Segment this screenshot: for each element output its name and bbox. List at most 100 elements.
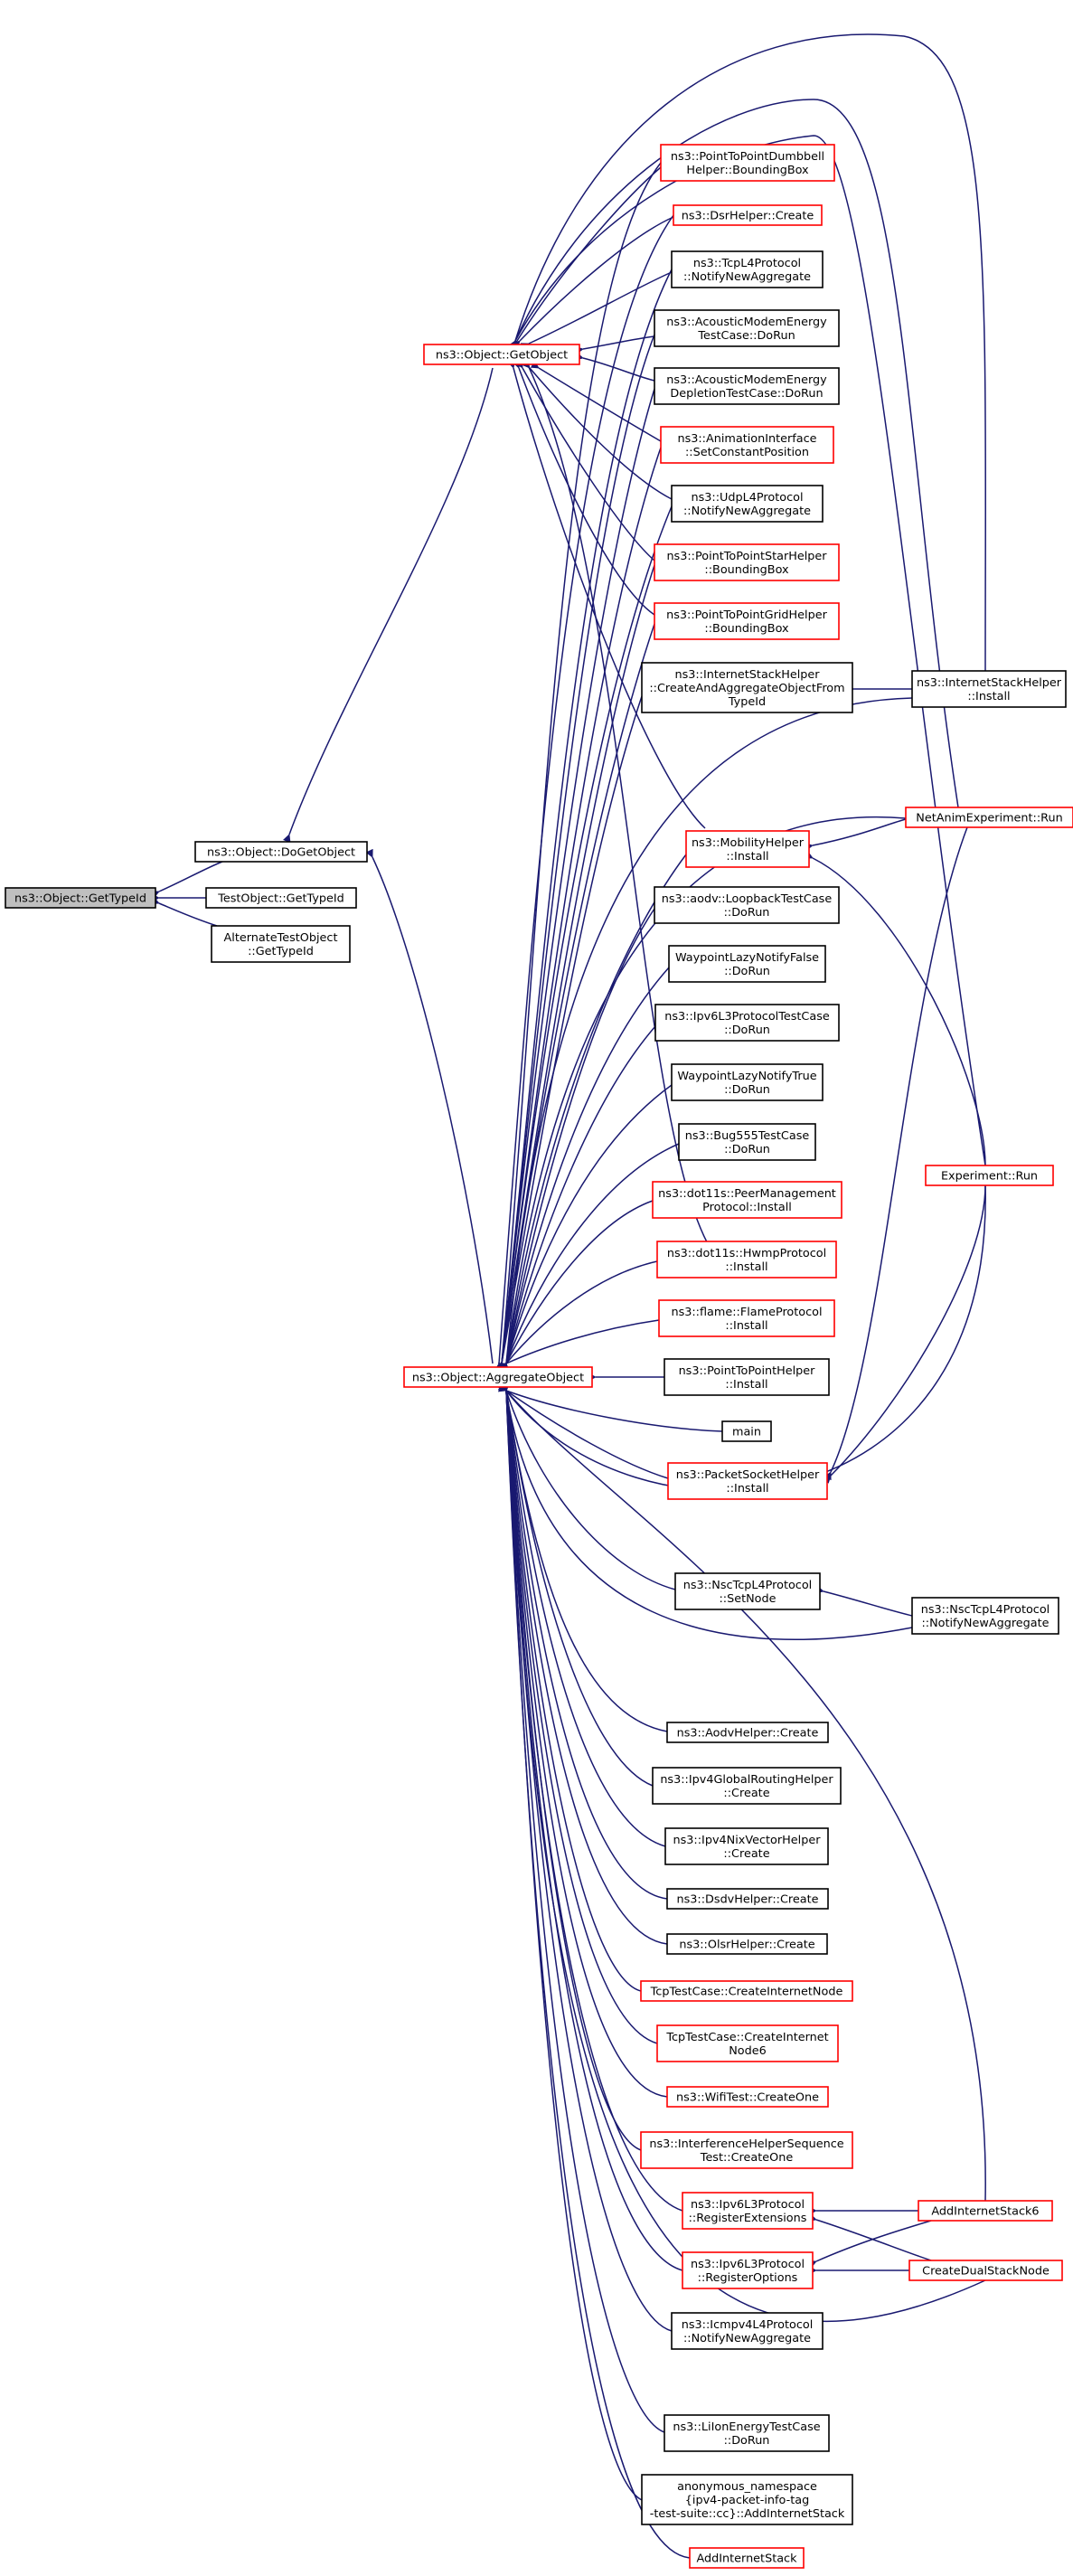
node-packetsocket[interactable]: ns3::PacketSocketHelper::Install	[667, 1462, 828, 1500]
node-label-alternatetest-0: AlternateTestObject	[224, 931, 338, 945]
node-getobject[interactable]: ns3::Object::GetObject	[423, 344, 580, 365]
node-label-aodvloopback-0: ns3::aodv::LoopbackTestCase	[662, 892, 833, 906]
node-internetstackinstall[interactable]: ns3::InternetStackHelper::Install	[911, 670, 1067, 708]
node-addinternetstack6[interactable]: AddInternetStack6	[918, 2200, 1053, 2222]
node-addinternetstack[interactable]: AddInternetStack	[689, 2547, 805, 2569]
node-box-interference	[640, 2131, 853, 2169]
node-box-tcpcreateinternet6	[656, 2024, 839, 2062]
node-ipv4nix[interactable]: ns3::Ipv4NixVectorHelper::Create	[664, 1827, 829, 1865]
node-box-addinternetstack6	[918, 2200, 1053, 2222]
node-label-flameinstall-1: ::Install	[725, 1319, 767, 1333]
node-label-ipv6regext-0: ns3::Ipv6L3Protocol	[691, 2198, 805, 2212]
node-netanimrun[interactable]: NetAnimExperiment::Run	[905, 807, 1073, 828]
node-label-ipv4global-1: ::Create	[723, 1787, 769, 1800]
node-label-main-0: main	[732, 1426, 761, 1439]
node-tcpl4notify[interactable]: ns3::TcpL4Protocol::NotifyNewAggregate	[671, 250, 824, 288]
node-main[interactable]: main	[721, 1420, 772, 1442]
node-label-liion-1: ::DoRun	[724, 2434, 770, 2448]
edge-packetsocket-experimentrun	[823, 1184, 986, 1484]
node-box-acousticdepletion	[654, 367, 840, 405]
node-waypointtrue[interactable]: WaypointLazyNotifyTrue::DoRun	[671, 1063, 824, 1101]
node-label-liion-0: ns3::LiIonEnergyTestCase	[673, 2420, 820, 2434]
node-createandaggregate[interactable]: ns3::InternetStackHelper::CreateAndAggre…	[641, 662, 853, 713]
node-flameinstall[interactable]: ns3::flame::FlameProtocol::Install	[658, 1299, 835, 1337]
node-dogetobject[interactable]: ns3::Object::DoGetObject	[194, 841, 368, 863]
node-box-createandaggregate	[641, 662, 853, 713]
node-interference[interactable]: ns3::InterferenceHelperSequenceTest::Cre…	[640, 2131, 853, 2169]
node-label-waypointtrue-1: ::DoRun	[724, 1083, 770, 1097]
node-dsrhelper[interactable]: ns3::DsrHelper::Create	[673, 204, 823, 226]
node-box-anonaddinternet	[641, 2474, 853, 2525]
node-box-ipv6regopt	[682, 2251, 814, 2289]
node-box-wifitest	[666, 2086, 829, 2108]
node-label-ipv4nix-1: ::Create	[723, 1847, 769, 1861]
node-experimentrun[interactable]: Experiment::Run	[925, 1165, 1054, 1186]
node-wifitest[interactable]: ns3::WifiTest::CreateOne	[666, 2086, 829, 2108]
node-label-createandaggregate-2: TypeId	[728, 695, 766, 709]
node-label-dsrhelper-0: ns3::DsrHelper::Create	[682, 210, 814, 223]
node-p2pgrid[interactable]: ns3::PointToPointGridHelper::BoundingBox	[654, 602, 840, 640]
edge-gettypeid-alternatetest	[150, 896, 218, 927]
node-ipv6regopt[interactable]: ns3::Ipv6L3Protocol::RegisterOptions	[682, 2251, 814, 2289]
node-mobilityinstall[interactable]: ns3::MobilityHelper::Install	[685, 830, 810, 868]
edge-getobject-acousticdepletion	[575, 352, 655, 382]
node-ipv4global[interactable]: ns3::Ipv4GlobalRoutingHelper::Create	[652, 1767, 842, 1805]
node-createdualstack[interactable]: CreateDualStackNode	[908, 2260, 1063, 2281]
node-dsdvhelper[interactable]: ns3::DsdvHelper::Create	[666, 1888, 829, 1910]
node-label-dogetobject-0: ns3::Object::DoGetObject	[207, 846, 355, 860]
edge-aggregateobject-dot11shwmp	[498, 1260, 658, 1373]
edge-ipv6regopt-addinternetstack6	[807, 2220, 932, 2269]
node-udpl4notify[interactable]: ns3::UdpL4Protocol::NotifyNewAggregate	[671, 485, 824, 523]
node-aodvhelper[interactable]: ns3::AodvHelper::Create	[666, 1722, 829, 1743]
node-box-dot11shwmp	[656, 1241, 837, 1279]
node-label-udpl4notify-0: ns3::UdpL4Protocol	[692, 491, 804, 505]
node-label-addinternetstack-0: AddInternetStack	[696, 2552, 797, 2566]
node-waypointfalse[interactable]: WaypointLazyNotifyFalse::DoRun	[668, 945, 826, 983]
node-box-addinternetstack	[689, 2547, 805, 2569]
node-p2pstar[interactable]: ns3::PointToPointStarHelper::BoundingBox	[654, 543, 840, 581]
node-gettypeid[interactable]: ns3::Object::GetTypeId	[5, 887, 156, 909]
node-box-flameinstall	[658, 1299, 835, 1337]
node-aggregateobject[interactable]: ns3::Object::AggregateObject	[403, 1366, 593, 1388]
node-box-ipv4global	[652, 1767, 842, 1805]
node-nsctcpnotify[interactable]: ns3::NscTcpL4Protocol::NotifyNewAggregat…	[911, 1597, 1059, 1635]
node-tcpcreateinternet[interactable]: TcpTestCase::CreateInternetNode	[640, 1980, 853, 2002]
node-box-aodvhelper	[666, 1722, 829, 1743]
node-ipv6l3test[interactable]: ns3::Ipv6L3ProtocolTestCase::DoRun	[654, 1004, 840, 1042]
node-bug555[interactable]: ns3::Bug555TestCase::DoRun	[678, 1123, 816, 1161]
node-animinterface[interactable]: ns3::AnimationInterface::SetConstantPosi…	[660, 426, 834, 464]
node-ipv6regext[interactable]: ns3::Ipv6L3Protocol::RegisterExtensions	[682, 2192, 814, 2230]
node-label-bug555-1: ::DoRun	[724, 1143, 770, 1156]
node-box-alternatetest	[211, 925, 351, 963]
node-nsctcpsetnode[interactable]: ns3::NscTcpL4Protocol::SetNode	[674, 1572, 821, 1610]
node-liion[interactable]: ns3::LiIonEnergyTestCase::DoRun	[664, 2414, 830, 2452]
node-box-experimentrun	[925, 1165, 1054, 1186]
node-acousticdepletion[interactable]: ns3::AcousticModemEnergyDepletionTestCas…	[654, 367, 840, 405]
node-alternatetest[interactable]: AlternateTestObject::GetTypeId	[211, 925, 351, 963]
edge-getobject-mobilityinstall	[507, 360, 706, 829]
node-box-p2pdumbbell	[660, 144, 835, 182]
node-label-bug555-0: ns3::Bug555TestCase	[685, 1129, 810, 1143]
edge-aggregateobject-tcpcreateinternet	[501, 1382, 642, 1992]
node-p2pinstall[interactable]: ns3::PointToPointHelper::Install	[664, 1358, 830, 1396]
node-aodvloopback[interactable]: ns3::aodv::LoopbackTestCase::DoRun	[654, 886, 840, 924]
node-label-ipv4nix-0: ns3::Ipv4NixVectorHelper	[673, 1834, 822, 1847]
node-box-dsdvhelper	[666, 1888, 829, 1910]
node-dot11shwmp[interactable]: ns3::dot11s::HwmpProtocol::Install	[656, 1241, 837, 1279]
node-label-ipv4global-0: ns3::Ipv4GlobalRoutingHelper	[660, 1773, 833, 1787]
node-icmpv4notify[interactable]: ns3::Icmpv4L4Protocol::NotifyNewAggregat…	[671, 2312, 824, 2350]
node-p2pdumbbell[interactable]: ns3::PointToPointDumbbellHelper::Boundin…	[660, 144, 835, 182]
edge-ipv6regext-createdualstack	[807, 2213, 932, 2261]
node-label-internetstackinstall-1: ::Install	[967, 690, 1010, 703]
node-label-anonaddinternet-0: anonymous_namespace	[677, 2480, 817, 2494]
node-testobject[interactable]: TestObject::GetTypeId	[205, 887, 357, 909]
node-label-testobject-0: TestObject::GetTypeId	[217, 892, 344, 906]
node-anonaddinternet[interactable]: anonymous_namespace{ipv4-packet-info-tag…	[641, 2474, 853, 2525]
node-olsrhelper[interactable]: ns3::OlsrHelper::Create	[666, 1933, 828, 1955]
edge-layer	[150, 33, 987, 2559]
node-dot11speer[interactable]: ns3::dot11s::PeerManagementProtocol::Ins…	[652, 1181, 842, 1219]
node-label-p2pgrid-1: ::BoundingBox	[704, 622, 789, 636]
node-label-aodvloopback-1: ::DoRun	[724, 906, 770, 920]
